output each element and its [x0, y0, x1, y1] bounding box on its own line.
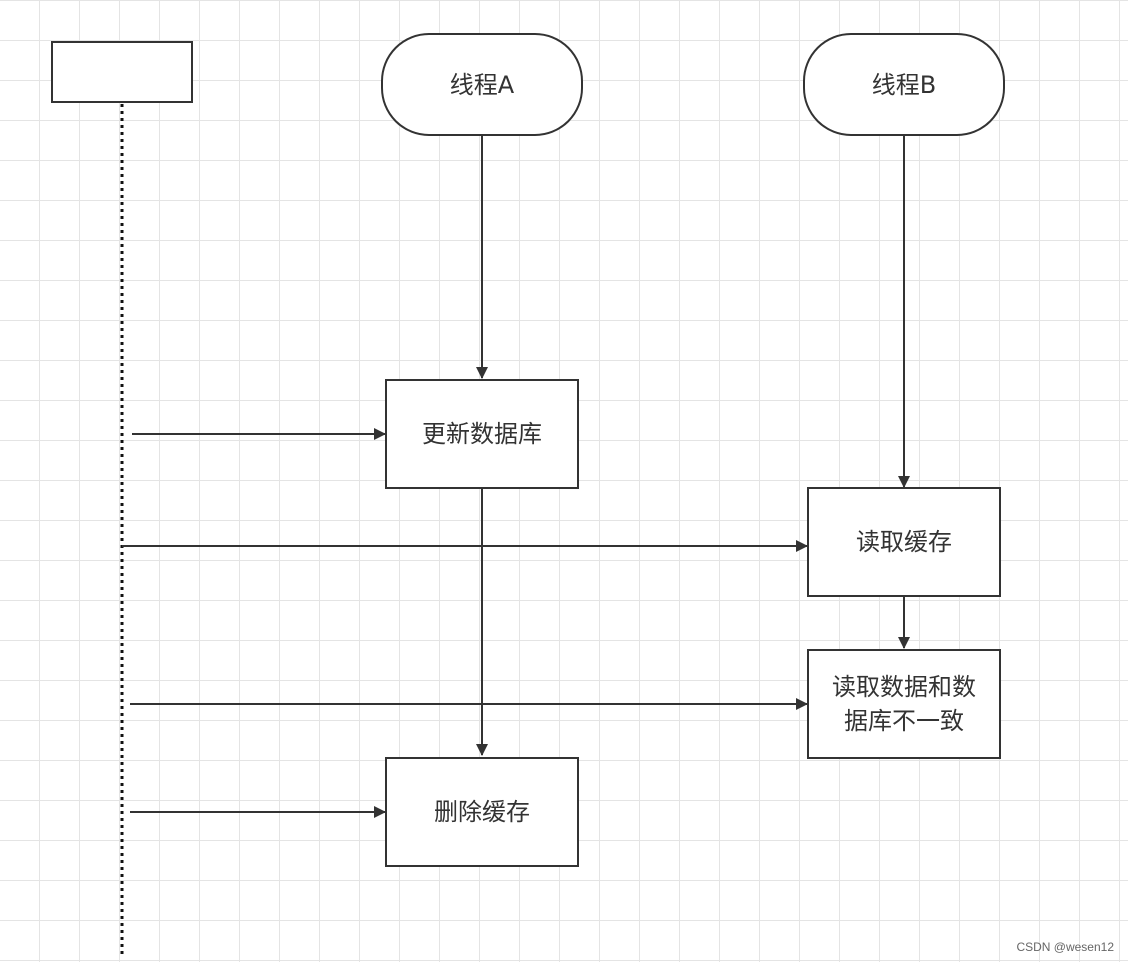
inconsistent-data-process: 读取数据和数据库不一致	[807, 649, 1001, 759]
thread-b-label: 线程B	[871, 70, 937, 99]
update-db-process: 更新数据库	[385, 379, 579, 489]
update-db-label: 更新数据库	[422, 420, 542, 448]
lifeline-header-box	[51, 41, 193, 103]
thread-b-terminator: 线程B	[803, 33, 1005, 136]
read-cache-process: 读取缓存	[807, 487, 1001, 597]
delete-cache-process: 删除缓存	[385, 757, 579, 867]
thread-a-terminator: 线程A	[381, 33, 583, 136]
read-cache-label: 读取缓存	[856, 528, 952, 556]
delete-cache-label: 删除缓存	[434, 798, 530, 826]
watermark-text: CSDN @wesen12	[1016, 940, 1114, 954]
thread-a-label: 线程A	[449, 70, 515, 99]
inconsistent-data-label: 读取数据和数据库不一致	[832, 673, 976, 735]
